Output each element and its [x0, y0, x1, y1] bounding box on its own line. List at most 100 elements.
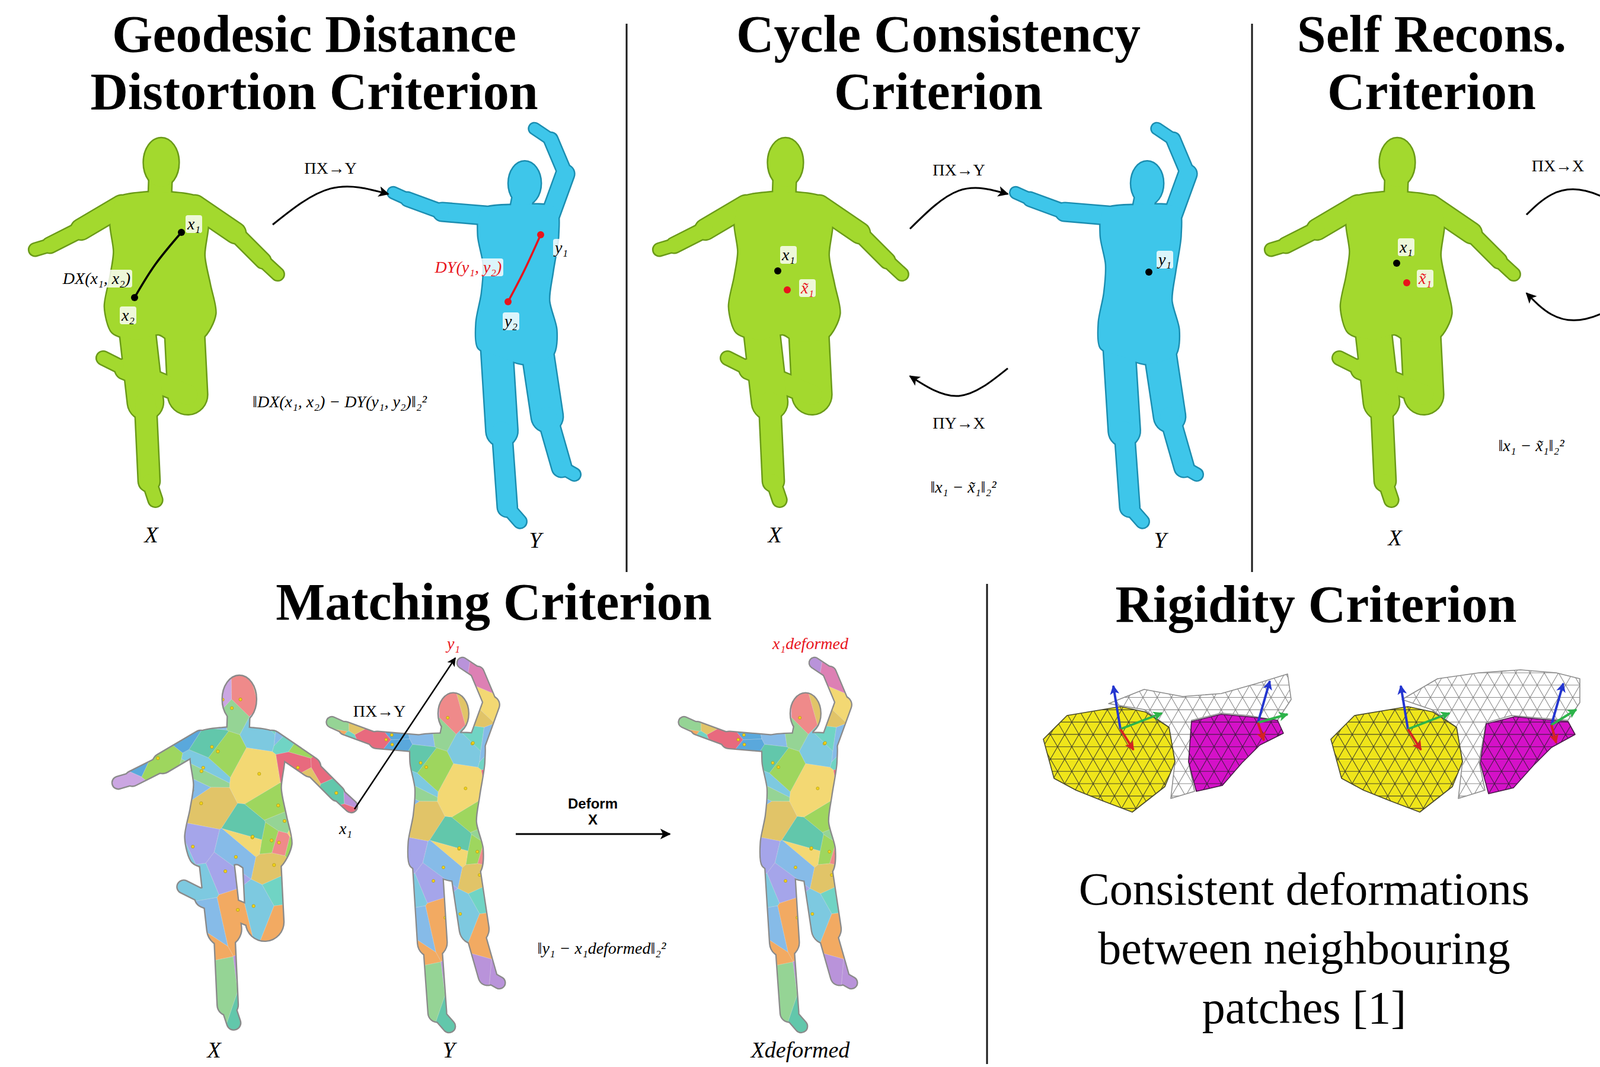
limb [496, 344, 502, 432]
mesh-patch [120, 982, 142, 1037]
panel-caption: Consistent deformations between neighbou… [1025, 859, 1583, 1037]
patch-centre [823, 741, 827, 745]
patch-centre [781, 716, 785, 720]
patch-centre [475, 708, 479, 712]
limb [502, 430, 508, 507]
patch-centre [475, 985, 479, 989]
limb [1173, 139, 1188, 174]
magenta-patch-edges [1017, 475, 1600, 870]
yellow-patch-border [1043, 706, 1175, 813]
mapping-label: ΠY→X [930, 414, 988, 433]
patch-centre [689, 947, 693, 951]
patch-centre [752, 856, 756, 859]
limb [887, 260, 903, 275]
label-anchor: y₁ [445, 634, 462, 654]
patch-centre [432, 879, 436, 883]
patch-centre [892, 667, 896, 671]
mesh-figure: Y [1007, 115, 1216, 552]
patch-centre [547, 961, 551, 965]
mapping-label: Deform X [567, 795, 618, 829]
frame-axis [1257, 681, 1270, 723]
torso [1340, 192, 1452, 342]
patch-centre [846, 748, 850, 752]
edge-label-anchor: ΠX→X [1530, 157, 1587, 176]
panel-title: Cycle Consistency Criterion [671, 5, 1206, 121]
patch-centre [775, 726, 779, 730]
patch-centre [409, 784, 413, 788]
label-anchor: Geodesic Distance Distortion Criterion [47, 5, 581, 121]
patch-centre [834, 852, 838, 856]
limb [769, 401, 774, 481]
patch-centre [365, 1023, 369, 1027]
loss-formula: ‖x₁ − x̃₁‖₂² [1498, 436, 1564, 456]
limb [1030, 199, 1065, 212]
limb [1339, 358, 1362, 370]
mesh-patch [729, 739, 765, 769]
label-anchor: y₁ [553, 238, 570, 258]
mesh-patch [897, 837, 998, 899]
patch-centre [411, 923, 415, 927]
patch-centre [350, 915, 354, 919]
limb [149, 481, 156, 501]
mesh-patch [285, 966, 342, 1010]
patch-centre [690, 808, 693, 812]
patch-centre [902, 866, 906, 870]
patch-centre [491, 673, 495, 677]
label-anchor: x₁ [1397, 238, 1415, 257]
body-mesh [1015, 128, 1197, 522]
patch-centre [505, 860, 509, 864]
patch-centre [482, 852, 486, 856]
body-mesh [34, 138, 278, 500]
patch-centre [165, 794, 169, 798]
patch-centre [356, 766, 360, 770]
patch-centre [221, 698, 225, 702]
edge-label-anchor: ΠX→Y [302, 159, 359, 178]
patch-centre [858, 791, 862, 795]
patch-centre [138, 907, 142, 911]
mesh-patch [146, 773, 183, 826]
mesh-outline [393, 128, 575, 522]
limb [103, 358, 126, 370]
mesh-patch [511, 993, 537, 1031]
limb [550, 139, 565, 174]
patch-centre [537, 742, 541, 746]
point-label: x₁ [185, 215, 203, 234]
label-anchor: x₁ [780, 246, 797, 265]
patch-centre [487, 831, 491, 835]
patch-centre [914, 1032, 918, 1036]
patch-centre [761, 784, 765, 788]
mesh-patch [685, 986, 707, 1039]
surface-point [1393, 259, 1401, 267]
patch-centre [476, 850, 479, 854]
label-anchor: x̃₁ [1416, 269, 1434, 289]
patch-centre [777, 765, 781, 769]
patch-centre [135, 828, 139, 832]
mesh-patch [869, 701, 924, 744]
loss-formula: ‖x₁ − x̃₁‖₂² [930, 478, 996, 497]
mesh-patch [521, 789, 546, 823]
patch-centre [216, 749, 220, 753]
patch-centre [916, 1017, 920, 1021]
mesh-patch [816, 909, 877, 960]
mesh-patch [488, 957, 509, 996]
patch-centre [700, 840, 704, 843]
patch-centre [729, 807, 733, 811]
patch-centre [506, 791, 510, 795]
patch-centre [153, 1020, 157, 1024]
mesh-patch [464, 909, 525, 960]
patch-centre [718, 704, 722, 708]
patch-centre [873, 745, 877, 749]
point-label: DX(x₁, x₂) [61, 269, 133, 289]
limb [407, 199, 443, 212]
mapping-label: ΠX→Y [302, 159, 359, 178]
patch-centre [410, 781, 414, 785]
mesh-name: Y [1153, 528, 1167, 554]
patch-centre [234, 855, 238, 859]
body-mesh [595, 594, 998, 1067]
label-anchor: Matching Criterion [275, 573, 712, 632]
patch-centre [379, 930, 383, 934]
patch-centre [133, 960, 137, 964]
yellow-patch-edges [730, 475, 1600, 870]
mesh-patch [838, 782, 877, 805]
torso [1098, 204, 1181, 364]
